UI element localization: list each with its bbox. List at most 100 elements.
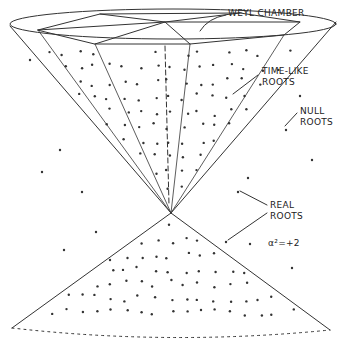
- root-dot: [166, 271, 168, 273]
- root-dot: [196, 92, 198, 94]
- root-dot: [92, 53, 94, 55]
- root-dot: [186, 310, 188, 312]
- root-dot: [212, 300, 214, 302]
- cone-bottom-rim: [12, 328, 330, 338]
- root-dot: [245, 49, 247, 51]
- root-dot: [187, 113, 189, 115]
- root-dot: [126, 257, 128, 259]
- root-dot: [245, 300, 247, 302]
- callout-label: REAL ROOTS: [270, 200, 310, 222]
- root-dot: [138, 126, 140, 128]
- root-dot: [211, 94, 213, 96]
- root-dot: [105, 98, 107, 100]
- root-dot: [311, 159, 313, 161]
- leader-line: [228, 213, 267, 240]
- root-dot: [41, 171, 43, 173]
- leader-line: [240, 191, 267, 205]
- root-dot: [120, 65, 122, 67]
- root-dot: [241, 77, 243, 79]
- root-dot: [168, 66, 170, 68]
- root-dot: [199, 254, 201, 256]
- root-dot: [108, 63, 110, 65]
- root-dot: [231, 63, 233, 65]
- root-dot: [181, 185, 183, 187]
- root-dot: [183, 126, 185, 128]
- root-dot: [198, 270, 200, 272]
- root-dot: [82, 311, 84, 313]
- root-dot: [125, 81, 127, 83]
- root-dot: [229, 283, 231, 285]
- root-dot: [196, 299, 198, 301]
- root-dot: [256, 55, 258, 57]
- root-dot: [65, 65, 67, 67]
- root-dot: [123, 98, 125, 100]
- root-dot: [200, 309, 202, 311]
- root-dot: [186, 82, 188, 84]
- root-dot: [155, 256, 157, 258]
- root-dot: [78, 93, 80, 95]
- root-dot: [124, 124, 126, 126]
- root-dot: [181, 169, 183, 171]
- root-dot: [157, 79, 159, 81]
- root-dot: [128, 111, 130, 113]
- root-dot: [154, 51, 156, 53]
- root-dot: [156, 113, 158, 115]
- root-dot: [188, 252, 190, 254]
- root-dot: [29, 59, 31, 61]
- root-dot: [80, 50, 82, 52]
- root-dot: [186, 272, 188, 274]
- root-dot: [230, 301, 232, 303]
- root-dot: [125, 280, 127, 282]
- root-dot: [112, 269, 114, 271]
- root-dot: [196, 50, 198, 52]
- root-dot: [195, 110, 197, 112]
- root-dot: [157, 239, 159, 241]
- root-dot: [228, 51, 230, 53]
- root-dot: [142, 142, 144, 144]
- root-dot: [198, 65, 200, 67]
- root-dot: [181, 143, 183, 145]
- root-dot: [165, 257, 167, 259]
- root-dot: [230, 108, 232, 110]
- root-dot: [172, 242, 174, 244]
- root-dot: [152, 122, 154, 124]
- root-dot: [141, 280, 143, 282]
- leader-line: [233, 75, 258, 94]
- root-dot: [180, 99, 182, 101]
- callout-label: WEYL CHAMBER: [228, 8, 305, 19]
- root-dot: [259, 83, 261, 85]
- weyl-chamber-walls: [38, 30, 284, 213]
- root-dot: [140, 110, 142, 112]
- root-dot: [63, 249, 65, 251]
- root-dot: [237, 191, 239, 193]
- root-dot: [181, 284, 183, 286]
- root-dot: [229, 310, 231, 312]
- root-dot: [123, 300, 125, 302]
- root-dot: [122, 138, 124, 140]
- root-dot: [169, 110, 171, 112]
- root-dot: [165, 169, 167, 171]
- root-dot: [139, 152, 141, 154]
- root-dot: [213, 308, 215, 310]
- root-dot: [157, 64, 159, 66]
- root-dot: [228, 122, 230, 124]
- root-dot: [127, 309, 129, 311]
- root-dot: [68, 294, 70, 296]
- root-dot: [214, 271, 216, 273]
- callout-label: NULL ROOTS: [300, 106, 340, 128]
- root-dot: [109, 84, 111, 86]
- root-dot: [155, 173, 157, 175]
- root-dot: [202, 123, 204, 125]
- root-dot: [109, 298, 111, 300]
- root-dot: [65, 308, 67, 310]
- root-dot: [170, 279, 172, 281]
- root-dot: [140, 311, 142, 313]
- root-dot: [80, 80, 82, 82]
- root-dot: [168, 224, 170, 226]
- root-dot: [154, 153, 156, 155]
- root-dot: [122, 269, 124, 271]
- root-dot: [243, 272, 245, 274]
- root-dot: [289, 49, 291, 51]
